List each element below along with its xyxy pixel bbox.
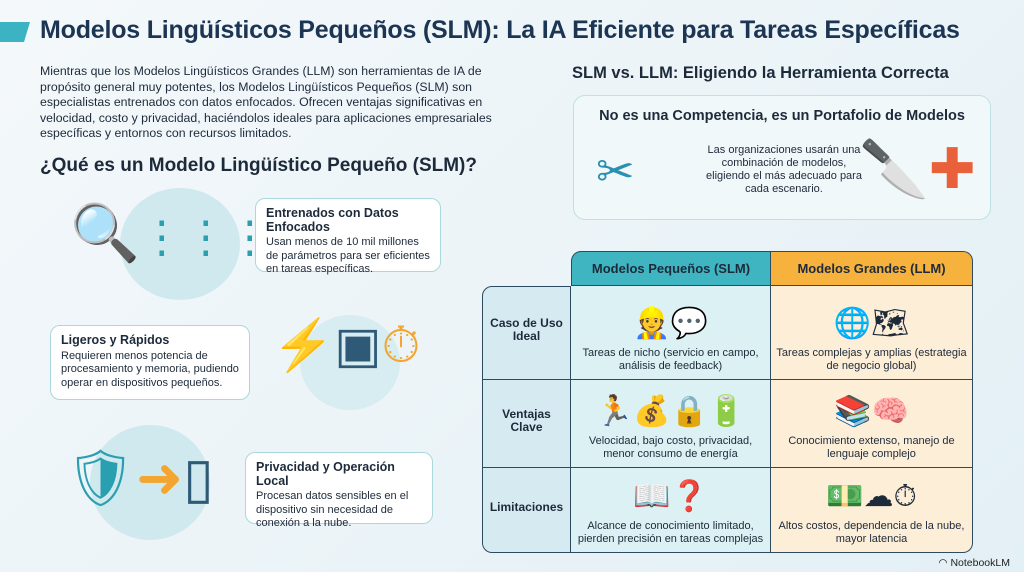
info-card-focused-data: Entrenados con Datos Enfocados Usan meno… bbox=[255, 198, 441, 275]
magnifier-neural-network-icon: 🔍⋮⋮⋮ bbox=[70, 201, 272, 264]
column-header-slm: Modelos Pequeños (SLM) bbox=[571, 251, 771, 286]
table-row: Caso de Uso Ideal 👷💬 Tareas de nicho (ser… bbox=[482, 286, 973, 380]
notebooklm-logo-icon: ◠ bbox=[938, 557, 951, 569]
cell-text: Tareas complejas y amplias (estrategia d… bbox=[776, 347, 967, 372]
what-is-heading: ¿Qué es un Modelo Lingüístico Pequeño (S… bbox=[40, 155, 477, 176]
icon-backdrop bbox=[120, 188, 240, 300]
chip-lightning-stopwatch-icon: ⚡▣⏱ bbox=[272, 317, 421, 373]
worker-chat-icons: 👷💬 bbox=[633, 307, 708, 340]
cell-text: Alcance de conocimiento limitado, pierde… bbox=[577, 520, 764, 545]
row-label: Caso de Uso Ideal bbox=[482, 286, 571, 380]
globe-strategy-icons: 🌐🗺 bbox=[833, 307, 910, 340]
card-text: Requieren menos potencia de procesamient… bbox=[61, 349, 239, 389]
card-title: Privacidad y Operación Local bbox=[256, 460, 395, 488]
notebooklm-brand: ◠ NotebookLM bbox=[938, 557, 1010, 569]
portfolio-box: No es una Competencia, es un Portafolio … bbox=[573, 95, 991, 220]
runner-coins-lock-battery-icons: 🏃💰🔒🔋 bbox=[595, 395, 746, 428]
table-row: Ventajas Clave 🏃💰🔒🔋 Velocidad, bajo costo… bbox=[482, 380, 973, 468]
portfolio-text: Las organizaciones usarán una combinació… bbox=[706, 144, 862, 195]
table-row: Limitaciones 📖❓ Alcance de conocimiento l… bbox=[482, 468, 973, 553]
card-text: Usan menos de 10 mil millones de parámet… bbox=[266, 236, 430, 275]
icon-backdrop bbox=[90, 425, 210, 540]
card-title: Entrenados con Datos Enfocados bbox=[266, 206, 399, 234]
large-swiss-knife-icon: 🔪✚ bbox=[859, 137, 976, 200]
portfolio-title: No es una Competencia, es un Portafolio … bbox=[599, 108, 965, 124]
card-text: Procesan datos sensibles en el dispositi… bbox=[256, 490, 409, 529]
comparison-heading: SLM vs. LLM: Eligiendo la Herramienta Co… bbox=[572, 64, 949, 82]
title-accent bbox=[0, 22, 30, 42]
cell-text: Conocimiento extenso, manejo de lenguaje… bbox=[788, 435, 955, 460]
column-header-llm: Modelos Grandes (LLM) bbox=[771, 251, 973, 286]
small-multitool-icon: ✂ bbox=[596, 145, 635, 197]
intro-paragraph: Mientras que los Modelos Lingüísticos Gr… bbox=[40, 64, 492, 140]
shield-lock-phone-icon: 🛡➜▯ bbox=[65, 446, 214, 509]
row-label: Limitaciones bbox=[482, 468, 571, 553]
info-card-light-fast: Ligeros y Rápidos Requieren menos potenc… bbox=[50, 325, 250, 400]
books-brain-icons: 📚🧠 bbox=[834, 395, 909, 428]
cell-text: Altos costos, dependencia de la nube, ma… bbox=[778, 520, 965, 545]
cell-text: Velocidad, bajo costo, privacidad, menor… bbox=[588, 435, 753, 460]
money-cloud-stopwatch-icons: 💵☁⏱ bbox=[826, 480, 917, 513]
card-title: Ligeros y Rápidos bbox=[61, 333, 170, 347]
icon-backdrop bbox=[300, 315, 400, 410]
book-eye-question-icons: 📖❓ bbox=[633, 480, 708, 513]
info-card-privacy-local: Privacidad y Operación Local Procesan da… bbox=[245, 452, 433, 529]
page-title: Modelos Lingüísticos Pequeños (SLM): La … bbox=[40, 16, 960, 44]
row-label: Ventajas Clave bbox=[482, 380, 571, 468]
comparison-table: Modelos Pequeños (SLM) Modelos Grandes (… bbox=[482, 251, 973, 553]
brand-label: NotebookLM bbox=[950, 557, 1010, 569]
cell-text: Tareas de nicho (servicio en campo, anál… bbox=[582, 347, 759, 372]
